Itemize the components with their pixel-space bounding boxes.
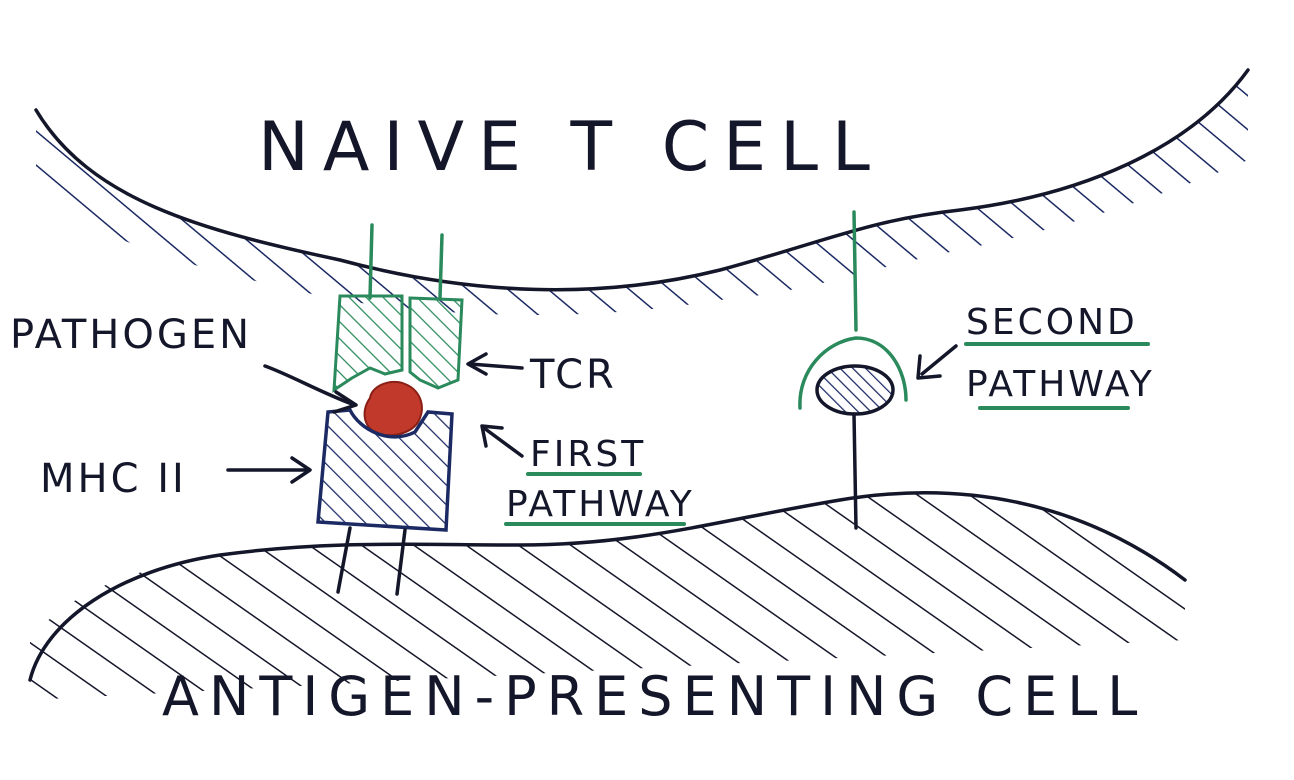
mhc-arrowhead	[290, 456, 312, 484]
first-pathway-arrow	[482, 426, 524, 458]
second-pathway-arrowhead	[916, 354, 942, 380]
pathogen-arrow	[263, 364, 354, 406]
apc-label: ANTIGEN-PRESENTING CELL	[162, 665, 1147, 728]
naive-t-cell-label: NAIVE T CELL	[258, 108, 884, 187]
mhc-ii-label: MHC II	[40, 456, 187, 502]
tcr-annotation: TCR	[466, 352, 617, 398]
first-pathway-label-line2: PATHWAY	[506, 484, 695, 525]
pathogen-arrowhead	[332, 390, 358, 414]
mhc-ii-molecule	[316, 408, 454, 532]
apc-membrane	[28, 491, 1187, 682]
first-pathway-label-line1: FIRST	[530, 434, 646, 475]
tcr-chain-right	[408, 296, 464, 390]
second-pathway-label-line1: SECOND	[966, 302, 1138, 343]
tcr-arrowhead	[466, 352, 488, 376]
tcr-chain-left	[332, 294, 404, 393]
second-ligand-disc	[815, 364, 895, 416]
first-pathway-annotation: FIRST PATHWAY	[480, 424, 695, 526]
pathogen-blob	[363, 380, 423, 437]
second-pathway-arrow	[920, 344, 958, 376]
antigen-presenting-cell: ANTIGEN-PRESENTING CELL	[28, 491, 1187, 728]
first-pathway-complex	[316, 223, 464, 596]
tcr-stalk-left	[368, 223, 374, 300]
naive-t-cell: NAIVE T CELL	[34, 68, 1250, 315]
second-pathway-complex	[798, 210, 908, 530]
pathogen-label: PATHOGEN	[10, 312, 252, 358]
mhc-stalk-left	[336, 526, 352, 594]
pathogen-annotation: PATHOGEN	[10, 312, 358, 414]
t-cell-membrane	[34, 68, 1250, 292]
second-pathway-annotation: SECOND PATHWAY	[916, 302, 1155, 410]
tcr-arrow-line	[468, 362, 524, 370]
mhc-stalk-right	[395, 528, 407, 596]
second-receptor-cup	[798, 336, 908, 410]
tcr-stalk-right	[438, 233, 444, 300]
t-cell-hatch-region	[36, 70, 1248, 315]
second-pathway-label-line2: PATHWAY	[966, 364, 1155, 405]
tcr-label: TCR	[529, 352, 617, 398]
first-pathway-arrowhead	[480, 424, 504, 448]
second-receptor-stalk-top	[852, 210, 858, 332]
apc-hatch-region	[30, 492, 1185, 700]
mhc-annotation: MHC II	[40, 456, 312, 502]
second-ligand-stalk	[852, 412, 858, 530]
